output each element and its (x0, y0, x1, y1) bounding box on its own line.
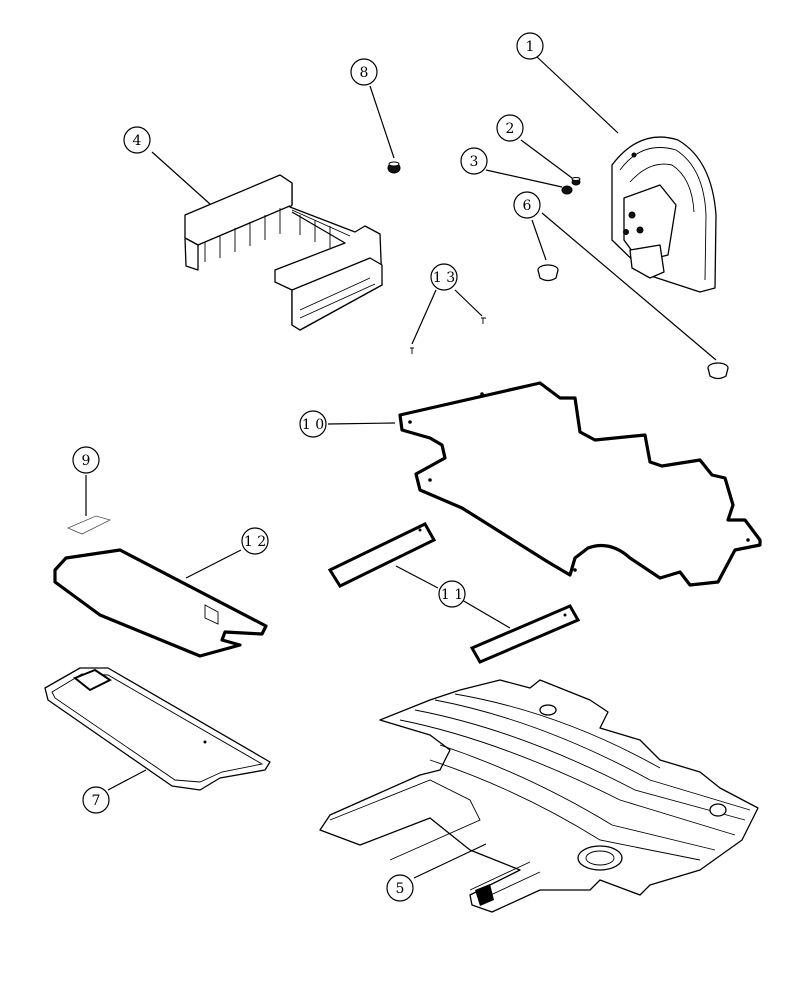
svg-text:8: 8 (360, 65, 369, 81)
callout-12: 1 2 (241, 527, 269, 555)
leader-13a (411, 289, 437, 345)
leader-7 (107, 769, 147, 791)
leader-10 (327, 422, 396, 425)
svg-text:6: 6 (523, 198, 532, 214)
leader-8 (369, 85, 395, 159)
svg-text:7: 7 (92, 793, 101, 809)
leader-3 (485, 169, 563, 188)
svg-text:5: 5 (396, 881, 405, 897)
part-9-label (66, 515, 112, 535)
callout-4: 4 (123, 126, 151, 154)
part-1-side-panel (611, 136, 717, 293)
part-13-screws (410, 317, 486, 354)
svg-text:2: 2 (506, 121, 515, 137)
part-10-floor-mat (398, 381, 762, 587)
svg-text:1 0: 1 0 (302, 417, 324, 433)
callout-1: 1 (516, 32, 544, 60)
part-3-nut (561, 185, 573, 195)
leader-5 (413, 843, 487, 879)
callout-9: 9 (72, 446, 100, 474)
callout-7: 7 (82, 786, 110, 814)
part-8-grommet (387, 161, 401, 174)
leader-lines (85, 55, 717, 879)
part-4-u-bracket (184, 174, 383, 331)
callout-3: 3 (460, 147, 488, 175)
svg-text:1 2: 1 2 (244, 534, 266, 550)
part-5-floor-pan (319, 679, 759, 913)
callout-6: 6 (513, 191, 541, 219)
part-11-pads (327, 522, 581, 664)
leader-13b (454, 289, 483, 317)
svg-text:1 1: 1 1 (441, 587, 463, 603)
leader-11b (461, 599, 511, 629)
svg-text:1: 1 (526, 39, 535, 55)
svg-text:9: 9 (82, 453, 91, 469)
part-7-tray (44, 667, 271, 791)
leader-4 (151, 151, 211, 205)
callout-10: 1 0 (299, 410, 327, 438)
svg-text:3: 3 (470, 154, 479, 170)
leader-6b (541, 212, 717, 361)
leader-12 (185, 549, 242, 579)
callout-11: 1 1 (438, 580, 466, 608)
leader-11a (395, 565, 439, 589)
svg-text:1 3: 1 3 (433, 270, 455, 286)
part-6-plugs (537, 264, 729, 380)
svg-text:4: 4 (133, 133, 142, 149)
callout-2: 2 (496, 114, 524, 142)
callout-13: 1 3 (430, 263, 458, 291)
part-2-clip (571, 177, 581, 186)
leader-1 (535, 55, 619, 134)
part-12-side-mat (53, 548, 268, 658)
leader-2 (520, 139, 573, 179)
callout-8: 8 (350, 58, 378, 86)
callout-5: 5 (386, 874, 414, 902)
leader-6a (531, 219, 547, 261)
